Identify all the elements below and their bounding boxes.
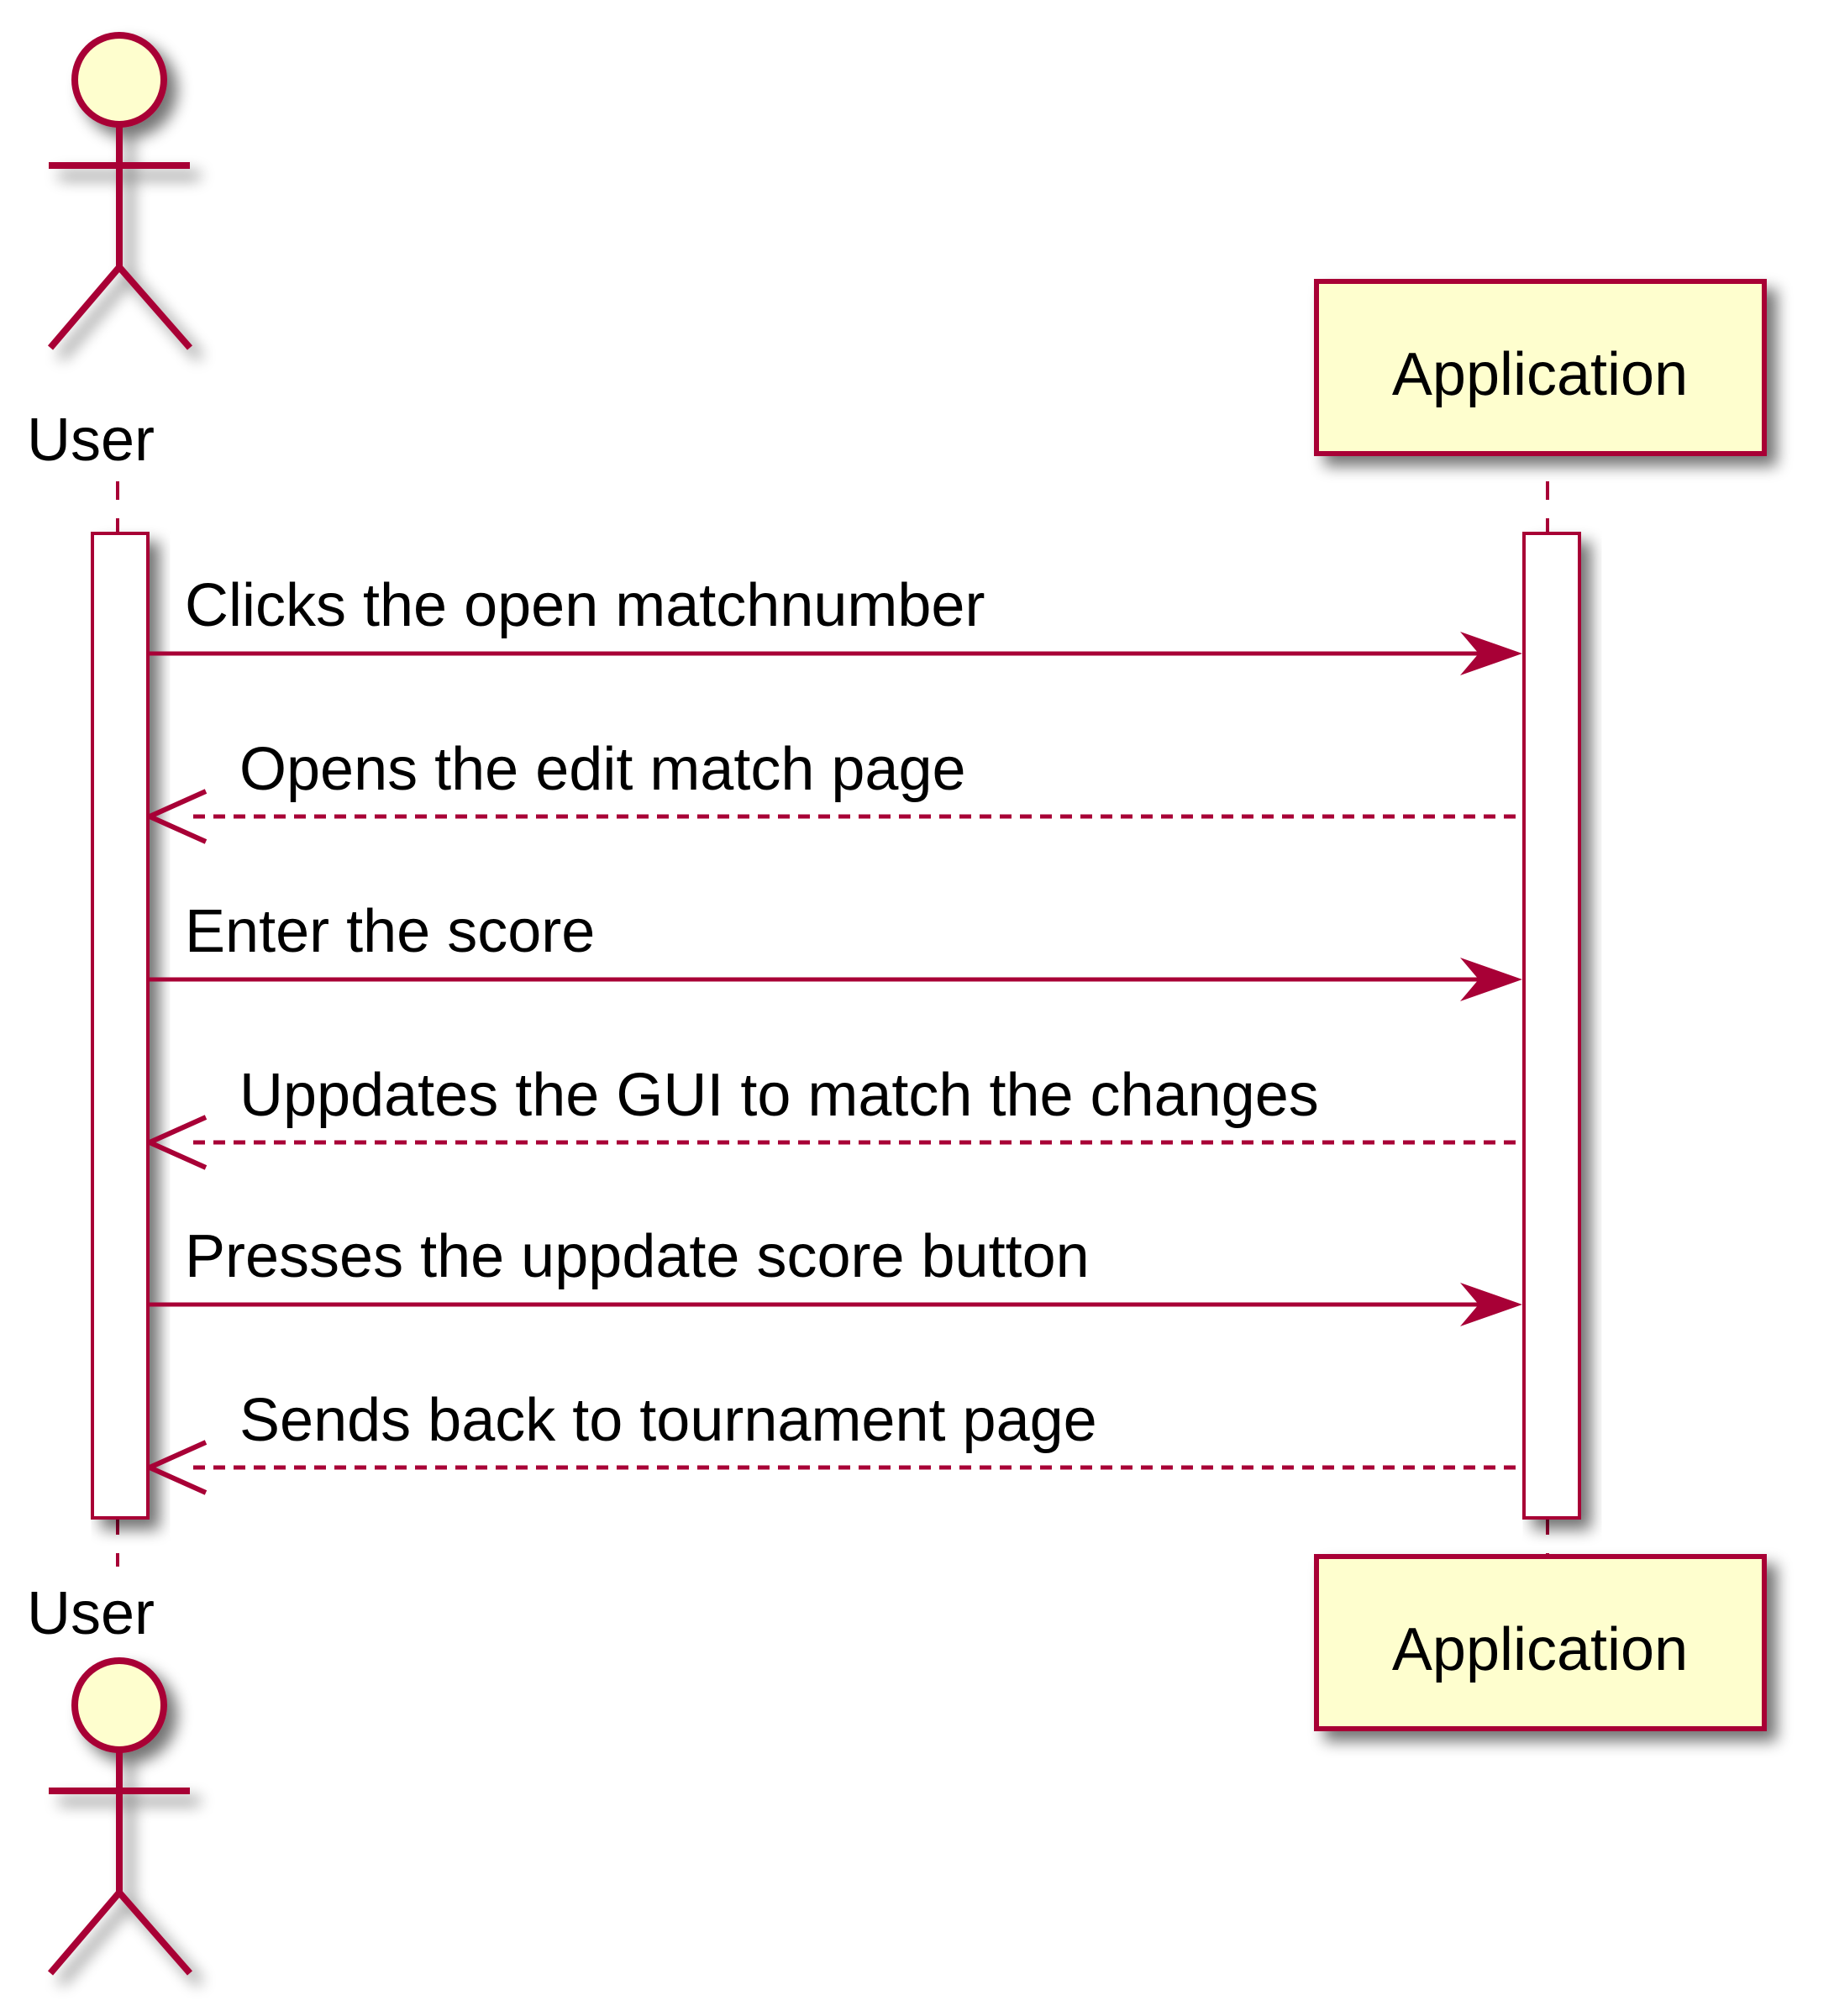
message-6: Sends back to tournament page: [148, 1387, 1522, 1495]
arrowhead-right: [1460, 958, 1522, 1001]
message-3: Enter the score: [148, 898, 1522, 1001]
activation-bar-user: [91, 532, 150, 1520]
message-4: Uppdates the GUI to match the changes: [148, 1062, 1522, 1170]
participant-user-label-bottom: User: [27, 1580, 155, 1647]
message-label: Presses the uppdate score button: [185, 1223, 1090, 1290]
message-5: Presses the uppdate score button: [148, 1223, 1522, 1326]
arrowhead-left: [148, 1115, 208, 1170]
participant-application-label-top: Application: [1392, 341, 1688, 408]
arrowhead-right: [1460, 632, 1522, 675]
participant-user-label-top: User: [27, 407, 155, 474]
activation-bar-application: [1522, 532, 1581, 1520]
arrowhead-left: [148, 789, 208, 844]
message-2: Opens the edit match page: [148, 736, 1522, 844]
actor-user-icon: [47, 32, 193, 350]
message-label: Enter the score: [185, 898, 595, 965]
message-label: Uppdates the GUI to match the changes: [239, 1062, 1319, 1129]
arrowhead-left: [148, 1440, 208, 1495]
participant-application-bottom: Application: [1314, 1554, 1767, 1731]
actor-user-bottom: [47, 1657, 193, 1976]
message-label: Sends back to tournament page: [239, 1387, 1097, 1454]
participant-application-top: Application: [1314, 279, 1767, 456]
actor-user-top: [47, 32, 193, 350]
message-1: Clicks the open matchnumber: [148, 572, 1522, 675]
message-label: Opens the edit match page: [239, 736, 966, 803]
participant-application-label-bottom: Application: [1392, 1616, 1688, 1683]
message-label: Clicks the open matchnumber: [185, 572, 985, 639]
actor-user-icon: [47, 1657, 193, 1976]
arrowhead-right: [1460, 1283, 1522, 1326]
